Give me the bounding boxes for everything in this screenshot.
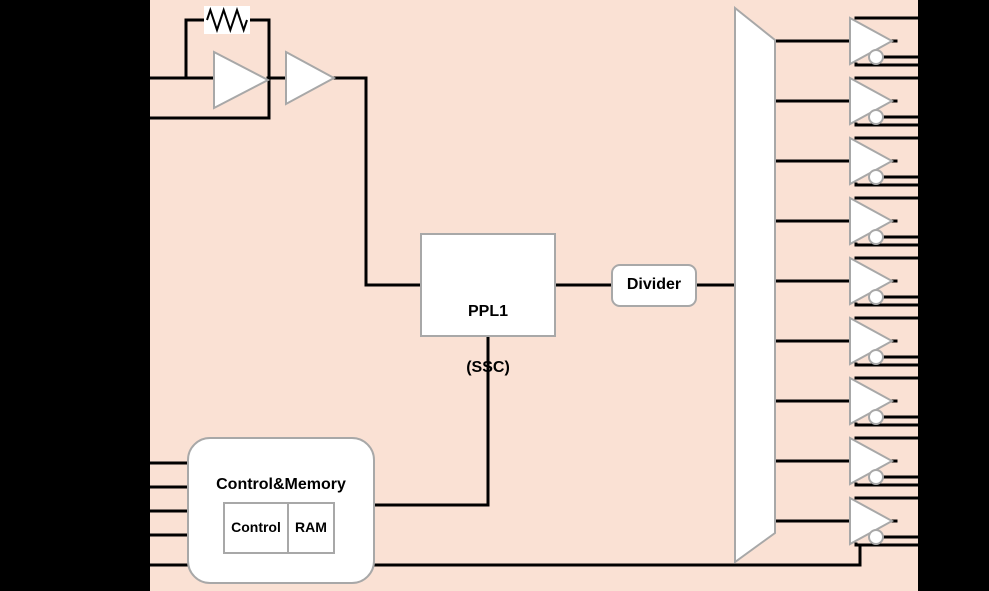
clock-output-3-invert-bubble [868, 169, 884, 185]
feedback-right-wire [248, 18, 271, 120]
clock-output-6-return-stub [854, 362, 920, 367]
clock-output-9-invert-bubble [868, 529, 884, 545]
clock-output-2-return-stub [854, 122, 920, 127]
osc-output-buffer [285, 50, 337, 106]
clock-output-4-return-stub [854, 242, 920, 247]
osc-input-buffer [213, 50, 271, 110]
osc-to-pll-wire [332, 76, 423, 287]
fanout-buffer-trapezoid [734, 5, 776, 564]
control-sub-block [223, 502, 289, 554]
block-group [187, 5, 895, 584]
clock-output-1-return-stub [854, 62, 920, 67]
clock-output-5-return-stub [854, 302, 920, 307]
clock-output-6-invert-bubble [868, 349, 884, 365]
clock-output-8-return-stub [854, 482, 920, 487]
control-pin-5-wire [148, 543, 862, 567]
clock-output-1-invert-bubble [868, 49, 884, 65]
clock-output-7-return-stub [854, 422, 920, 427]
clock-output-8-invert-bubble [868, 469, 884, 485]
clock-output-2-invert-bubble [868, 109, 884, 125]
resistor-zigzag-icon [206, 6, 248, 34]
ram-sub-block [287, 502, 335, 554]
feedback-left-wire [184, 18, 206, 80]
clock-output-4-invert-bubble [868, 229, 884, 245]
wire-group [148, 16, 920, 567]
clock-output-5-invert-bubble [868, 289, 884, 305]
pll-block [420, 233, 556, 337]
clock-output-7-invert-bubble [868, 409, 884, 425]
divider-block [611, 264, 697, 307]
clock-output-9-return-stub [854, 542, 920, 547]
clock-output-3-return-stub [854, 182, 920, 187]
pll-to-control-wire [372, 334, 490, 507]
